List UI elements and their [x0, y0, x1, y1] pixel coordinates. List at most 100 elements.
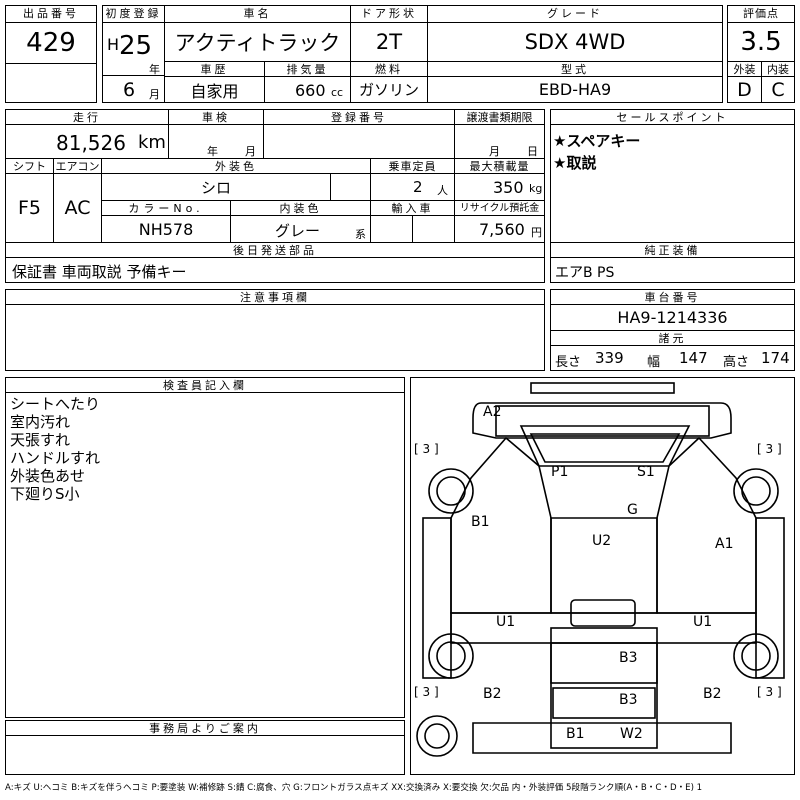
sales-point: ★スペアキー	[553, 132, 641, 150]
score-value: 3.5	[727, 22, 795, 62]
damage-mark: B3	[619, 692, 638, 708]
capacity-label: 乗車定員	[370, 158, 455, 174]
inspector-note: シートへたり	[10, 395, 101, 413]
displacement-value: 660	[295, 81, 326, 100]
damage-mark: P1	[551, 464, 569, 480]
rear-bumper	[472, 722, 732, 754]
transfer-day-unit: 日	[527, 145, 538, 158]
colorno-label: カラーNo.	[101, 200, 231, 216]
intcolor-label: 内装色	[230, 200, 371, 216]
history-value: 自家用	[164, 76, 265, 103]
intcolor-box: グレー 系	[230, 215, 371, 243]
inspector-note: 外装色あせ	[10, 467, 86, 485]
damage-mark: B2	[483, 686, 502, 702]
transfer-box: 月 日	[454, 124, 545, 159]
damage-mark: B3	[619, 650, 638, 666]
intcolor-value: グレー	[275, 222, 321, 240]
tire-tread-rear-left: [ 3 ]	[414, 685, 439, 699]
rear-window	[570, 599, 636, 627]
fuel-label: 燃料	[350, 61, 428, 77]
exterior-grade: D	[727, 76, 762, 103]
plate-box	[263, 124, 455, 159]
spec-label: 諸元	[550, 330, 795, 346]
name-label: 車名	[164, 5, 351, 23]
damage-mark: G	[627, 502, 638, 518]
inspector-note: 天張すれ	[10, 431, 71, 449]
lot-number: 429	[5, 22, 97, 64]
later-parts-value: 保証書 車両取説 予備キー	[12, 263, 187, 281]
year-unit: 年	[149, 63, 160, 76]
grille	[495, 405, 710, 437]
inspection-label: 車検	[168, 109, 264, 125]
load-unit: kg	[529, 182, 543, 195]
plate-label: 登録番号	[263, 109, 455, 125]
exterior-label: 外装	[727, 61, 762, 77]
shift-label: シフト	[5, 158, 54, 174]
inspection-box: 年 月	[168, 124, 264, 159]
model-label: 型式	[427, 61, 723, 77]
cab-right	[656, 436, 757, 614]
reg-month-box: 6 月	[102, 75, 165, 103]
height-value: 174	[761, 349, 790, 367]
import-box-2	[412, 215, 455, 243]
reg-month: 6	[123, 79, 136, 101]
inspector-note: ハンドルすれ	[10, 449, 101, 467]
sales-points-box: ★スペアキー ★取説	[550, 124, 795, 243]
chassis-label: 車台番号	[550, 289, 795, 305]
capacity-box: 2 人	[370, 173, 455, 201]
model-value: EBD-HA9	[427, 76, 723, 103]
damage-mark: S1	[637, 464, 655, 480]
damage-mark: B2	[703, 686, 722, 702]
first-reg-box: H 25 年	[102, 22, 165, 76]
score-label: 評価点	[727, 5, 795, 23]
notes-label: 注意事項欄	[5, 289, 545, 305]
wheel-rear-left	[428, 633, 474, 679]
import-box-1	[370, 215, 413, 243]
tire-tread-front-right: [ 3 ]	[757, 442, 782, 456]
office-box	[5, 735, 405, 775]
wheel-front-right	[733, 468, 779, 514]
width-label: 幅	[647, 355, 661, 370]
cab-left	[450, 436, 552, 614]
tire-tread-rear-right: [ 3 ]	[757, 685, 782, 699]
sales-points-label: セールスポイント	[550, 109, 795, 125]
capacity-unit: 人	[437, 184, 448, 197]
damage-mark: U2	[592, 533, 612, 549]
windshield-inner	[529, 433, 681, 463]
chassis-value: HA9-1214336	[550, 304, 795, 331]
doors-label: ドア形状	[350, 5, 428, 23]
interior-label: 内装	[761, 61, 795, 77]
damage-mark: U1	[496, 614, 516, 630]
recycle-box: 7,560 円	[454, 215, 545, 243]
month-unit: 月	[149, 88, 160, 101]
displacement-label: 排気量	[264, 61, 351, 77]
recycle-value: 7,560	[479, 220, 525, 239]
history-label: 車歴	[164, 61, 265, 77]
equipment-box: エアB PS	[550, 257, 795, 283]
grade-value: SDX 4WD	[427, 22, 723, 62]
mileage-unit: km	[138, 132, 166, 153]
load-value: 350	[493, 178, 524, 197]
first-reg-label: 初度登録	[102, 5, 165, 23]
fuel-value: ガソリン	[350, 76, 428, 103]
damage-mark: B1	[566, 726, 585, 742]
office-label: 事務局よりご案内	[5, 720, 405, 736]
sales-point: ★取説	[553, 154, 597, 172]
equipment-value: エアB PS	[555, 265, 615, 281]
length-label: 長さ	[555, 355, 582, 370]
notes-box	[5, 304, 545, 371]
load-label: 最大積載量	[454, 158, 545, 174]
car-name: アクティトラック	[164, 22, 351, 62]
mileage-box: 81,526 km	[5, 124, 169, 159]
inspection-year-unit: 年	[207, 145, 218, 158]
colorno-value: NH578	[101, 215, 231, 243]
inspector-note: 室内汚れ	[10, 413, 71, 431]
mileage-label: 走行	[5, 109, 169, 125]
truck-outline	[416, 382, 785, 757]
damage-mark: U1	[693, 614, 713, 630]
reg-year: 25	[119, 31, 153, 61]
damage-mark: W2	[620, 726, 643, 742]
transfer-label: 譲渡書類期限	[454, 109, 545, 125]
load-box: 350 kg	[454, 173, 545, 201]
lot-label: 出品番号	[5, 5, 97, 23]
